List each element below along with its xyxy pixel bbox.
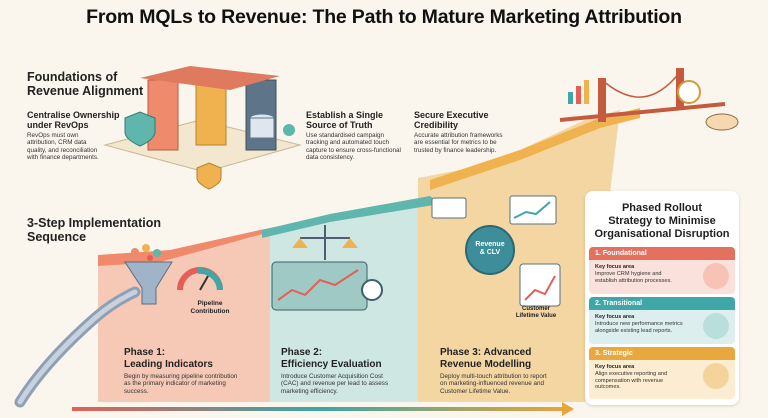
phase-title: Phase 1:Leading Indicators — [124, 347, 213, 370]
timeline-arrow-head — [562, 402, 574, 416]
checklist-icon — [703, 263, 729, 289]
revenue-growth-icon — [703, 363, 729, 389]
strategy-card-sub: Key focus area — [595, 264, 635, 270]
strategy-card-strategic: 3. Strategic Key focus area Align execut… — [589, 347, 735, 399]
compass-icon — [677, 80, 701, 104]
shield-icon — [124, 111, 156, 147]
strategy-card-label: 2. Transitional — [589, 297, 735, 310]
page-title: From MQLs to Revenue: The Path to Mature… — [86, 6, 682, 28]
revenue-circle-icon — [465, 225, 515, 275]
band-coral-top — [98, 222, 300, 266]
phase-1: Phase 1:Leading Indicators Begin by meas… — [124, 347, 254, 395]
strategy-card-label: 3. Strategic — [589, 347, 735, 360]
strategy-card-sub: Key focus area — [595, 314, 635, 320]
revenue-clv-label: Revenue& CLV — [475, 241, 505, 256]
handshake-icon — [705, 113, 739, 131]
metrics-icon — [703, 313, 729, 339]
dashboard-icon — [271, 261, 368, 311]
phase-title: Phase 2:Efficiency Evaluation — [281, 347, 382, 370]
strategy-card-label: 1. Foundational — [589, 247, 735, 260]
phase-body: Deploy multi-touch attribution to report… — [440, 373, 547, 395]
strategy-card-transitional: 2. Transitional Key focus area Introduce… — [589, 297, 735, 344]
band-orange-top — [430, 108, 640, 190]
strategy-card-foundational: 1. Foundational Key focus area Improve C… — [589, 247, 735, 294]
phase-body: Begin by measuring pipeline contribution… — [124, 373, 238, 395]
magnifier-icon — [361, 279, 383, 301]
check-icon — [283, 124, 295, 136]
band-orange — [418, 110, 620, 402]
timeline-arrow-shaft — [72, 407, 564, 411]
pillar-coral — [147, 79, 179, 151]
chart-card-icon — [431, 197, 467, 219]
bridge-illustration — [559, 102, 726, 122]
phase-body: Introduce Customer Acquisition Cost(CAC)… — [281, 373, 389, 395]
phase-2: Phase 2:Efficiency Evaluation Introduce … — [281, 347, 421, 395]
band-teal-top — [262, 196, 440, 238]
strategy-card-sub: Key focus area — [595, 364, 635, 370]
bar-chart-icon — [568, 92, 573, 104]
funnel-icon — [124, 261, 173, 305]
